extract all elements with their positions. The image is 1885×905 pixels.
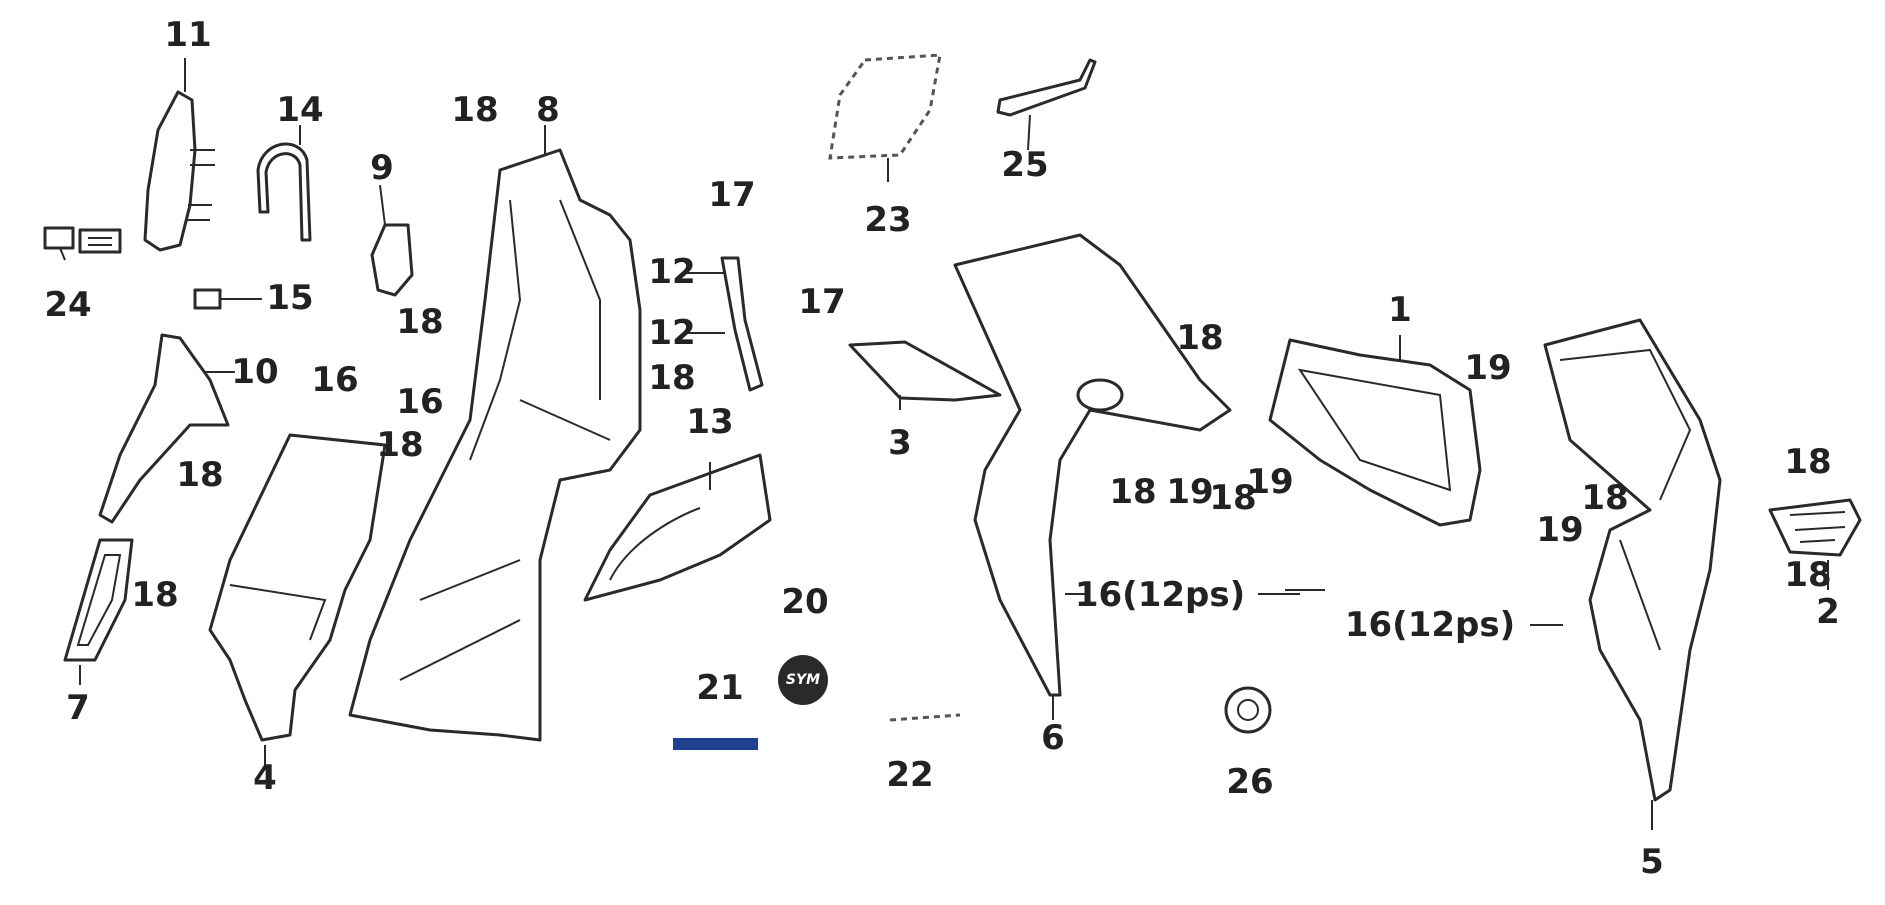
callout-17-a: 17: [708, 175, 756, 215]
part-10-side-panel: [98, 333, 230, 524]
part-14-seal-strip: [256, 142, 312, 242]
callout-1: 1: [1388, 290, 1412, 330]
part-9-small-cover: [370, 223, 414, 297]
callout-11: 11: [164, 15, 212, 55]
part-1-headlight: [1268, 338, 1482, 527]
callout-13: 13: [686, 402, 734, 442]
part-6-right-front-panel: [953, 233, 1232, 697]
callout-8: 8: [536, 90, 560, 130]
callout-19-c: 19: [1246, 462, 1294, 502]
callout-18-e: 18: [131, 575, 179, 615]
callout-15: 15: [266, 278, 314, 318]
callout-26: 26: [1226, 762, 1274, 802]
part-8-front-body: [348, 148, 642, 742]
callout-6: 6: [1041, 718, 1065, 758]
callout-14: 14: [276, 90, 324, 130]
callout-16-a: 16: [311, 360, 359, 400]
callout-22: 22: [886, 755, 934, 795]
part-4-inner-cover: [208, 433, 387, 742]
callout-16-d: 16(12ps): [1344, 605, 1516, 645]
part-5-left-front-panel: [1543, 318, 1722, 802]
part-2-side-vent: [1768, 498, 1862, 557]
emblem-text: SYM: [785, 672, 821, 688]
callout-23: 23: [864, 200, 912, 240]
callout-17-b: 17: [798, 282, 846, 322]
callout-18-l: 18: [1784, 555, 1832, 595]
callout-19-a: 19: [1464, 348, 1512, 388]
part-20-emblem: [778, 655, 828, 705]
part-11-windscreen: [143, 90, 215, 252]
callout-19-b: 19: [1166, 472, 1214, 512]
part-23-screen-frame: [828, 53, 942, 160]
callout-20: 20: [781, 582, 829, 622]
callout-18-i: 18: [1209, 478, 1257, 518]
callout-3: 3: [888, 423, 912, 463]
callout-5: 5: [1640, 842, 1664, 882]
part-26-nut: [1224, 686, 1272, 734]
callout-18-c: 18: [176, 455, 224, 495]
callout-16-b: 16: [396, 382, 444, 422]
callout-21: 21: [696, 668, 744, 708]
callout-25: 25: [1001, 145, 1049, 185]
callout-24: 24: [44, 285, 92, 325]
part-3-reflector: [848, 340, 1002, 402]
part-12-bracket: [720, 256, 764, 392]
callout-18-h: 18: [1109, 472, 1157, 512]
callout-18-b: 18: [396, 302, 444, 342]
part-21-stripe: [673, 738, 758, 750]
callout-12-b: 12: [648, 313, 696, 353]
callout-18-k: 18: [1581, 478, 1629, 518]
part-7-grille: [63, 538, 134, 662]
callout-9: 9: [370, 148, 394, 188]
part-22-trim-strip: [889, 713, 961, 722]
part-25-bracket-bar: [996, 58, 1097, 117]
leader-lines: [59, 58, 1829, 830]
callout-12-a: 12: [648, 252, 696, 292]
part-24-bracket: [43, 226, 122, 254]
callout-18-g: 18: [1176, 318, 1224, 358]
part-13-side-cover: [583, 453, 772, 602]
callout-16-c: 16(12ps): [1074, 575, 1246, 615]
callout-18-f: 18: [648, 358, 696, 398]
callout-18-j: 18: [1784, 442, 1832, 482]
callout-10: 10: [231, 352, 279, 392]
callout-4: 4: [253, 758, 277, 798]
part-15-rivet: [193, 288, 262, 310]
callout-18-a: 18: [451, 90, 499, 130]
callout-7: 7: [66, 688, 90, 728]
callout-18-d: 18: [376, 425, 424, 465]
callout-2: 2: [1816, 592, 1840, 632]
callout-19-d: 19: [1536, 510, 1584, 550]
